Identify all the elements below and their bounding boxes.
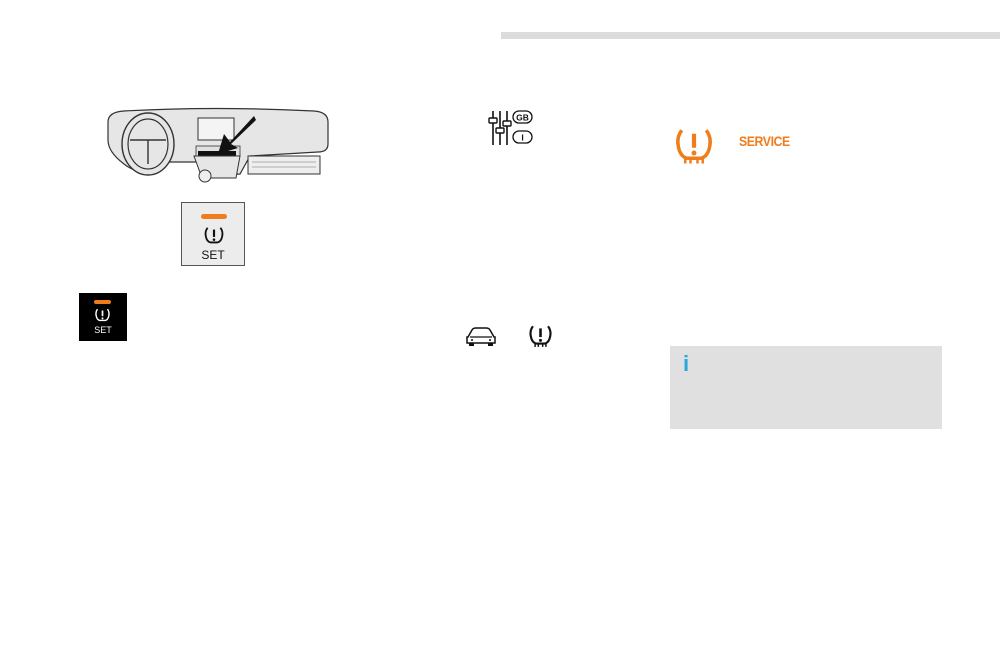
tpms-set-panel: SET [181, 202, 245, 266]
settings-sliders-icon: GB I [488, 110, 533, 145]
info-note: i [670, 346, 942, 429]
indicator-led [94, 300, 111, 304]
set-label: SET [201, 248, 225, 262]
badge-i: I [521, 133, 523, 143]
info-icon: i [683, 351, 690, 376]
car-icon [466, 327, 496, 346]
page-header-rule [501, 32, 1000, 39]
tyre-pressure-icon [204, 227, 224, 244]
dashboard-illustration [107, 107, 329, 183]
tyre-pressure-icon [529, 325, 552, 347]
service-warning-label: SERVICE [739, 133, 790, 149]
tpms-set-button[interactable]: SET [79, 293, 127, 341]
tyre-pressure-warning-icon [676, 129, 712, 164]
tyre-pressure-icon [95, 308, 110, 322]
indicator-led [201, 214, 227, 219]
badge-gb: GB [516, 113, 529, 123]
set-label: SET [94, 325, 112, 335]
